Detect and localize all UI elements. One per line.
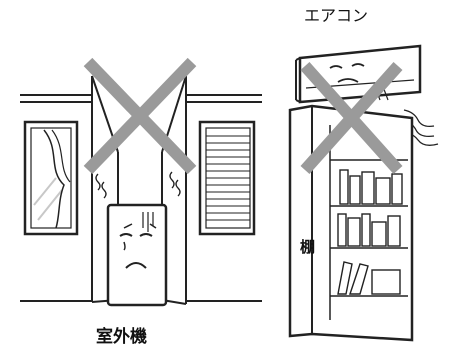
left-window [23, 120, 79, 236]
outdoor-unit [106, 203, 168, 307]
shelf [288, 104, 414, 342]
outdoor-unit-label: 室外機 [96, 327, 147, 347]
air-conditioner-label: エアコン [304, 6, 369, 25]
alley-scene [20, 57, 262, 307]
right-window [198, 120, 256, 236]
shelf-label: 棚 [300, 238, 316, 256]
heat-lines-outdoor [95, 171, 181, 199]
cross-mark-icon [300, 62, 403, 174]
cross-mark-icon [83, 57, 197, 175]
ac-scene [288, 44, 439, 342]
books [337, 169, 403, 295]
right-wall [161, 75, 262, 305]
sad-face-icon [119, 223, 157, 269]
